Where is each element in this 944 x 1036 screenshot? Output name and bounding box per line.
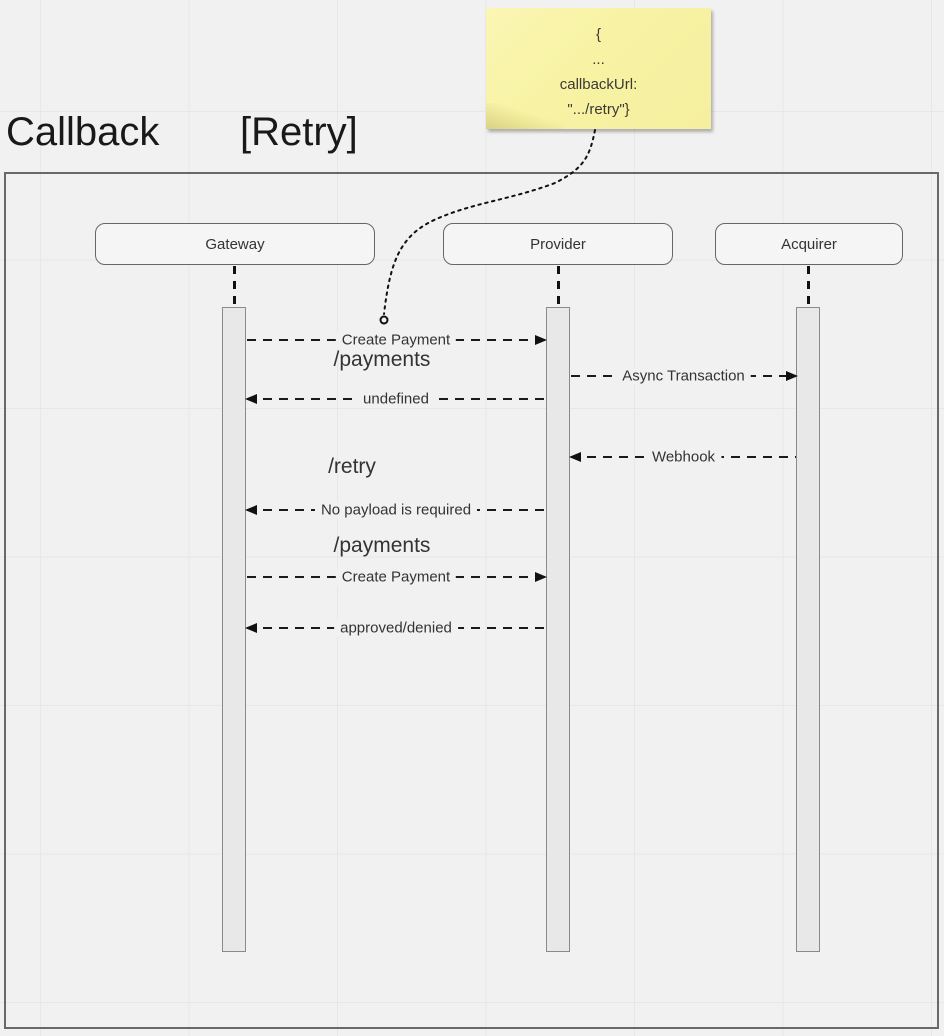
title-variant: [Retry] (240, 110, 358, 154)
message-label: approved/denied (334, 619, 458, 637)
message-create-payment-2[interactable]: Create Payment (246, 568, 547, 586)
lifeline-acquirer (807, 266, 810, 308)
arrowhead-left-icon (245, 394, 257, 404)
endpoint-label-payments-1[interactable]: /payments (333, 348, 431, 371)
participant-label: Provider (530, 235, 586, 253)
message-label: undefined (357, 390, 435, 408)
endpoint-label-retry[interactable]: /retry (328, 455, 376, 478)
message-label: Webhook (645, 448, 722, 466)
participant-label: Acquirer (781, 235, 837, 253)
note-line: ".../retry"} (567, 101, 630, 118)
participant-gateway[interactable]: Gateway (95, 223, 375, 265)
activation-bar-gateway[interactable] (222, 307, 246, 952)
arrowhead-left-icon (569, 452, 581, 462)
participant-acquirer[interactable]: Acquirer (715, 223, 903, 265)
participant-label: Gateway (205, 235, 265, 253)
message-create-payment-1[interactable]: Create Payment (246, 331, 547, 349)
arrowhead-left-icon (245, 505, 257, 515)
endpoint-label-payments-2[interactable]: /payments (333, 534, 431, 557)
lifeline-gateway (233, 266, 236, 308)
note-line: callbackUrl: (559, 76, 638, 93)
note-line: ... (592, 51, 605, 68)
message-async-transaction[interactable]: Async Transaction (570, 367, 798, 385)
message-no-payload[interactable]: No payload is required (245, 501, 546, 519)
arrowhead-right-icon (535, 572, 547, 582)
activation-bar-acquirer[interactable] (796, 307, 820, 952)
message-label: Create Payment (335, 568, 457, 586)
message-webhook[interactable]: Webhook (569, 448, 797, 466)
note-line: { (595, 26, 601, 43)
arrowhead-right-icon (535, 335, 547, 345)
message-label: No payload is required (314, 501, 478, 519)
participant-provider[interactable]: Provider (443, 223, 673, 265)
lifeline-provider (557, 266, 560, 308)
message-label: Create Payment (335, 331, 457, 349)
arrowhead-right-icon (786, 371, 798, 381)
sticky-note[interactable]: { ... callbackUrl: ".../retry"} (486, 8, 711, 129)
activation-bar-provider[interactable] (546, 307, 570, 952)
message-label: Async Transaction (616, 367, 751, 385)
arrowhead-left-icon (245, 623, 257, 633)
message-undefined[interactable]: undefined (245, 390, 546, 408)
title-name: Callback (6, 110, 160, 154)
message-approved-denied[interactable]: approved/denied (245, 619, 546, 637)
